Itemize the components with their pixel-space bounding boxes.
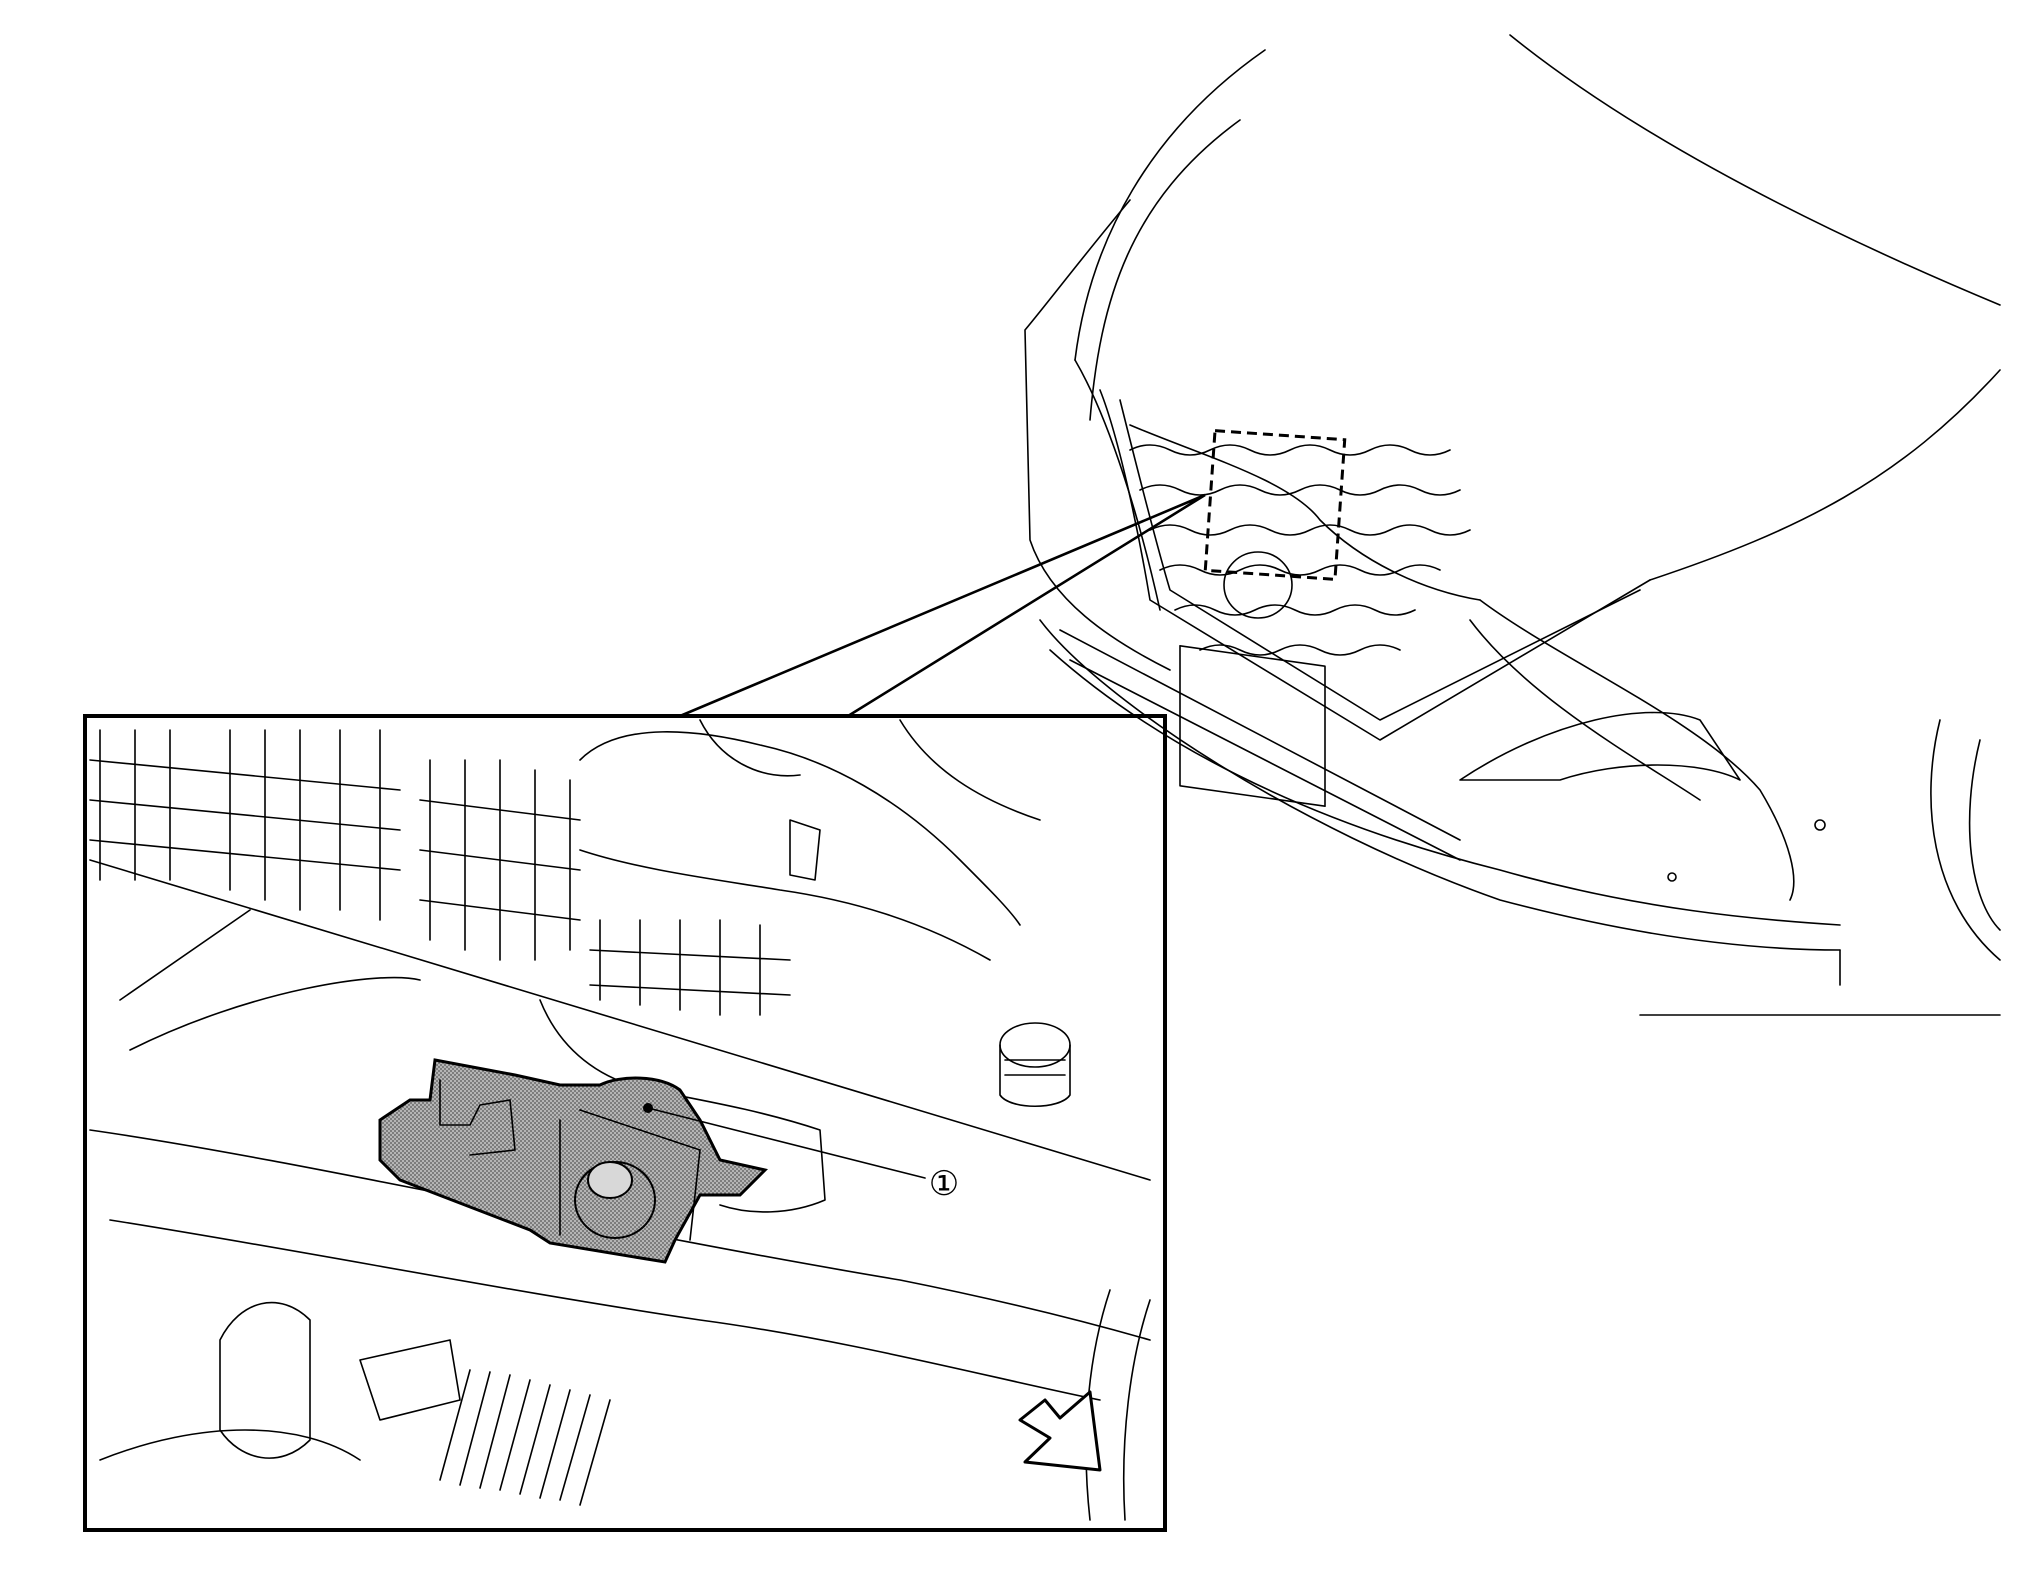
callout-leader [647,1107,926,1179]
radiator-mesh [89,729,791,1016]
callout-label: ① [929,1164,959,1204]
leader-lines [679,493,1206,718]
reservoir-cap [999,1022,1071,1108]
vehicle-front-view [1024,34,2001,1016]
inset-detail-view: ① [83,714,1167,1532]
corrugated-hose [439,1369,611,1506]
highlighted-component [378,1058,768,1264]
callout-1: ① [929,1164,959,1204]
front-grille [1129,444,1471,656]
front-direction-arrow-icon [1018,1390,1102,1472]
detail-marker-box [1203,429,1347,581]
